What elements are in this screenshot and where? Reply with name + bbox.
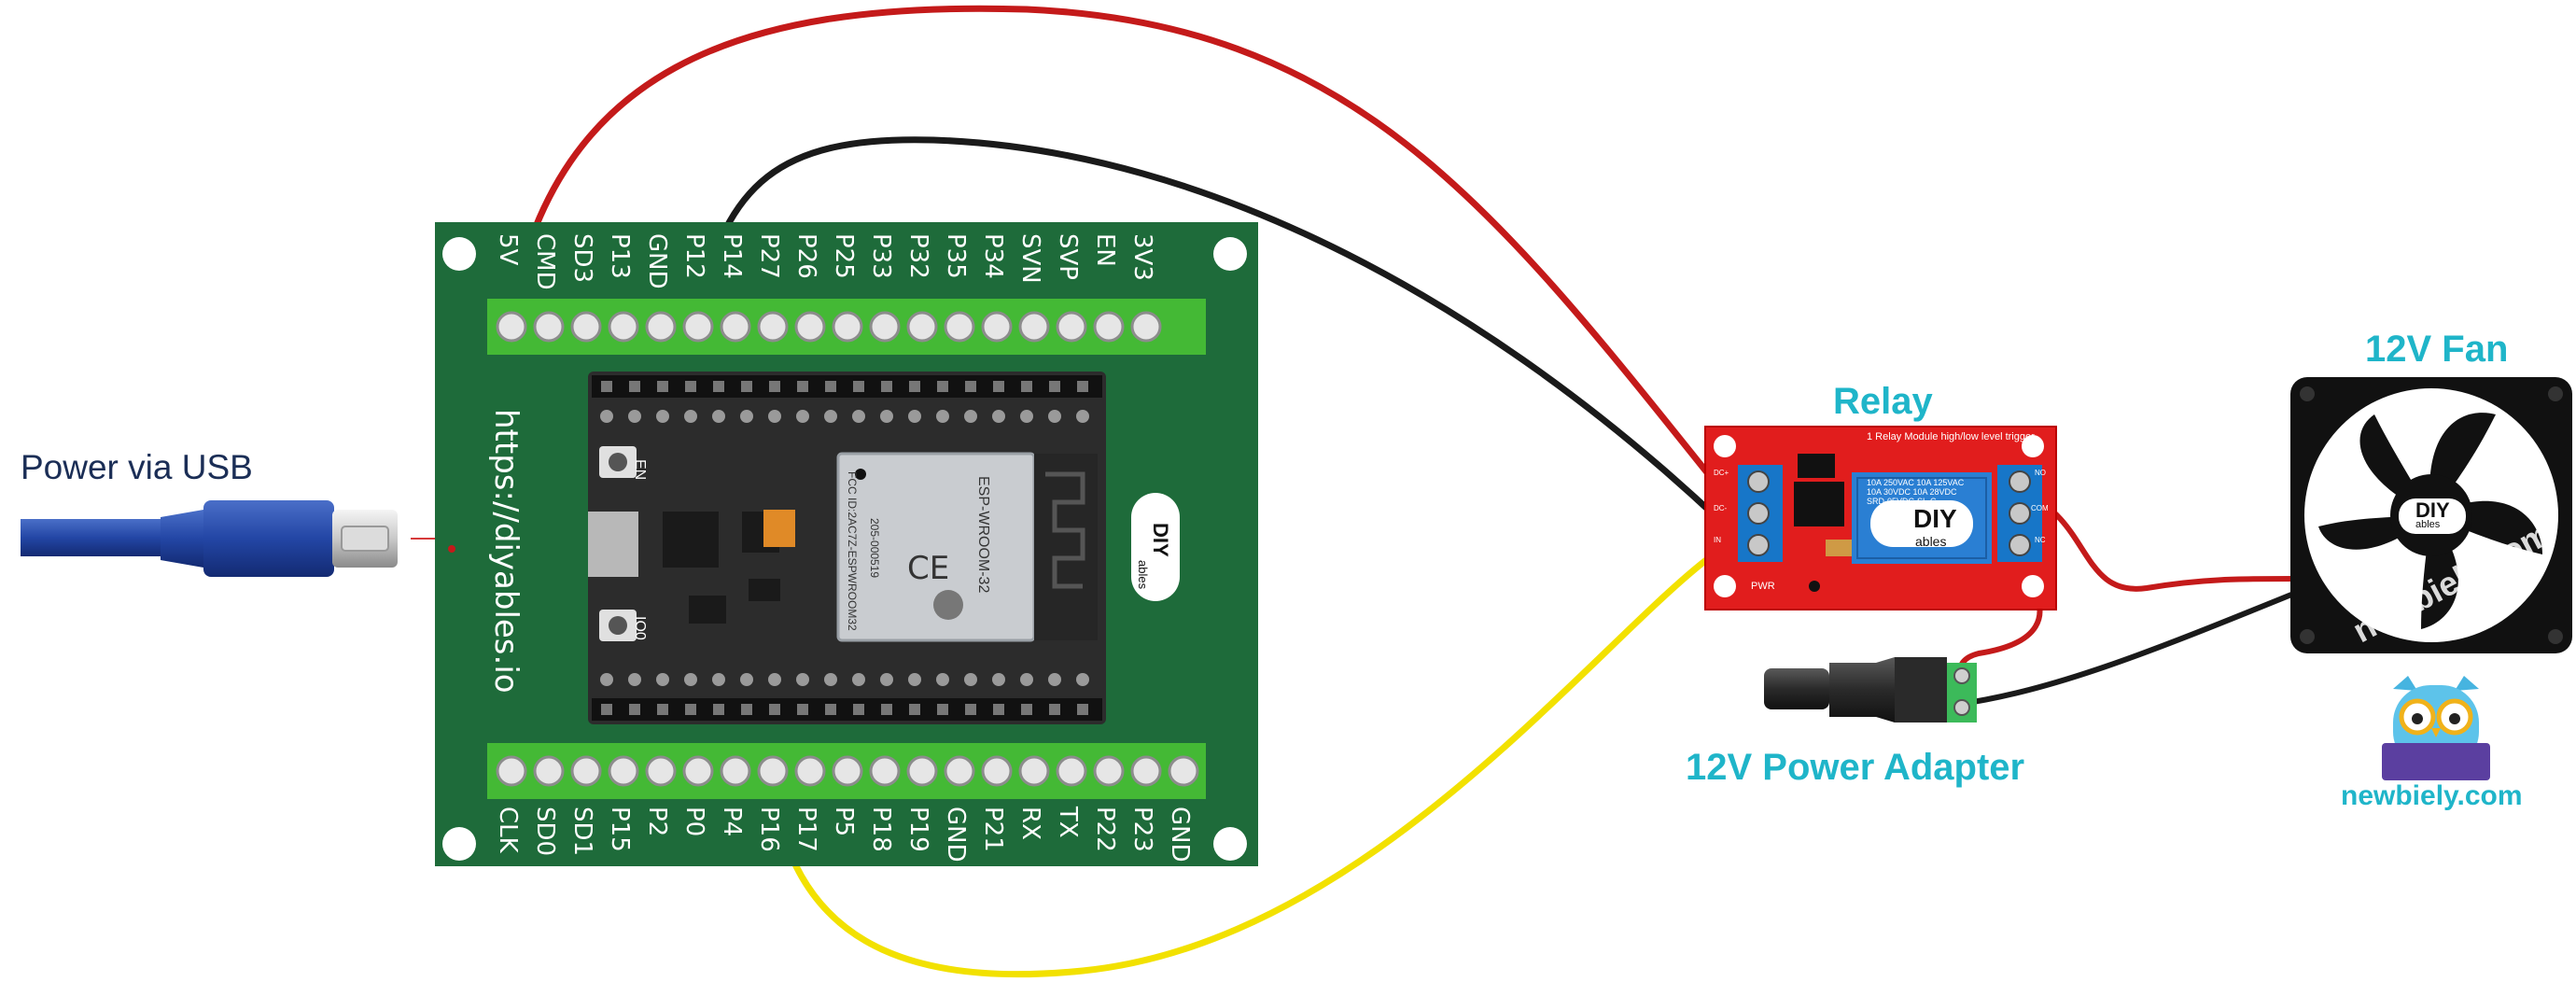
owl-mascot-icon [2382, 676, 2490, 780]
top-pin-label: P26 [792, 233, 820, 279]
bottom-pin-label: GND [1166, 807, 1194, 863]
bottom-pin-label: TX [1054, 807, 1082, 838]
bottom-pin-label: P18 [867, 807, 895, 852]
relay-module-parts [1714, 435, 2044, 597]
usb-board-connector-mark [448, 545, 455, 553]
top-pin-label: GND [643, 233, 671, 289]
bottom-pin-label: P21 [979, 807, 1007, 852]
top-pin-label: 3V3 [1128, 233, 1156, 281]
bottom-pin-label: P4 [718, 807, 746, 837]
relay-spec-line: 10A 30VDC 10A 28VDC [1867, 487, 1957, 497]
dc-power-adapter [1764, 657, 1977, 722]
esp-en-label: EN [632, 459, 648, 481]
relay-brand-ables: ables [1915, 534, 1947, 549]
top-pin-label: P14 [718, 233, 746, 279]
usb-cable [21, 500, 448, 577]
bottom-pin-label: P22 [1091, 807, 1119, 852]
esp-fcc-id: FCC ID:2AC7Z-ESPWROOM32 [846, 471, 859, 631]
power-usb-label: Power via USB [21, 448, 253, 486]
top-pin-label: P33 [867, 233, 895, 279]
wire-red-5v [508, 5, 1721, 489]
relay-title: Relay [1833, 381, 1933, 422]
relay-spec-line: SRD-05VDC-SL-C [1867, 497, 1937, 506]
board-brand-diy: DIY [1149, 523, 1172, 557]
bottom-pin-label: P16 [755, 807, 783, 852]
bottom-pin-label: SD1 [568, 807, 596, 857]
bottom-pin-label: P15 [606, 807, 634, 852]
top-terminal-screws [496, 311, 1162, 343]
fan-title: 12V Fan [2365, 329, 2509, 370]
relay-out-label: NC [2035, 536, 2046, 544]
bottom-pin-label: P5 [830, 807, 858, 837]
top-pin-label: P13 [606, 233, 634, 279]
board-url: https://diyables.io [487, 409, 525, 694]
top-pin-label: P25 [830, 233, 858, 279]
top-pin-label: SD3 [568, 233, 596, 284]
bottom-pin-label: P23 [1128, 807, 1156, 852]
fan-brand-diy: DIY [2415, 498, 2450, 522]
top-pin-label: EN [1091, 233, 1119, 267]
esp-serial: 205-000519 [868, 518, 881, 579]
top-pin-label: P35 [942, 233, 970, 279]
esp-io0-label: IO0 [632, 616, 648, 640]
top-pin-label: P27 [755, 233, 783, 279]
relay-out-label: COM [2031, 504, 2049, 512]
relay-in-label: DC+ [1714, 469, 1729, 477]
relay-in-label: IN [1714, 536, 1721, 544]
top-pin-label: P12 [680, 233, 708, 279]
bottom-pin-label: P2 [643, 807, 671, 837]
fan-brand-ables: ables [2415, 519, 2441, 530]
esp-module-model: ESP-WROOM-32 [975, 476, 991, 594]
top-pin-label: CMD [531, 233, 559, 290]
board-brand-logo [1131, 493, 1180, 601]
bottom-pin-label: RX [1016, 807, 1044, 840]
adapter-title: 12V Power Adapter [1686, 747, 2025, 788]
relay-header-text: 1 Relay Module high/low level trigger [1867, 431, 2035, 442]
fan-body [2300, 386, 2563, 644]
top-pin-label: SVN [1016, 233, 1044, 284]
top-pin-label: 5V [494, 233, 522, 266]
svg-text:CE: CE [907, 550, 949, 587]
wire-black-gnd [694, 136, 1721, 522]
wire-yellow-signal [769, 556, 1710, 978]
top-pin-label: P34 [979, 233, 1007, 279]
bottom-pin-label: P17 [792, 807, 820, 852]
wire-black-fan [1953, 590, 2299, 708]
board-holes [442, 237, 1247, 861]
bottom-pin-label: P19 [904, 807, 932, 852]
devkit-headers: CE [588, 375, 1102, 721]
bottom-pin-label: P0 [680, 807, 708, 837]
top-pin-label: SVP [1054, 233, 1082, 280]
relay-brand-diy: DIY [1913, 504, 1957, 533]
owl-caption: newbiely.com [2341, 780, 2523, 811]
bottom-pin-label: GND [942, 807, 970, 863]
bottom-terminal-screws [496, 755, 1199, 787]
relay-out-label: NO [2035, 469, 2046, 477]
relay-in-label: DC- [1714, 504, 1728, 512]
bottom-pin-label: SD0 [531, 807, 559, 857]
relay-spec-line: 10A 250VAC 10A 125VAC [1867, 478, 1965, 487]
bottom-pin-label: CLK [494, 807, 522, 853]
board-brand-ables: ables [1136, 560, 1150, 590]
wire-red-fan [2024, 492, 2299, 592]
top-pin-label: P32 [904, 233, 932, 279]
relay-pwr-label: PWR [1751, 581, 1775, 592]
